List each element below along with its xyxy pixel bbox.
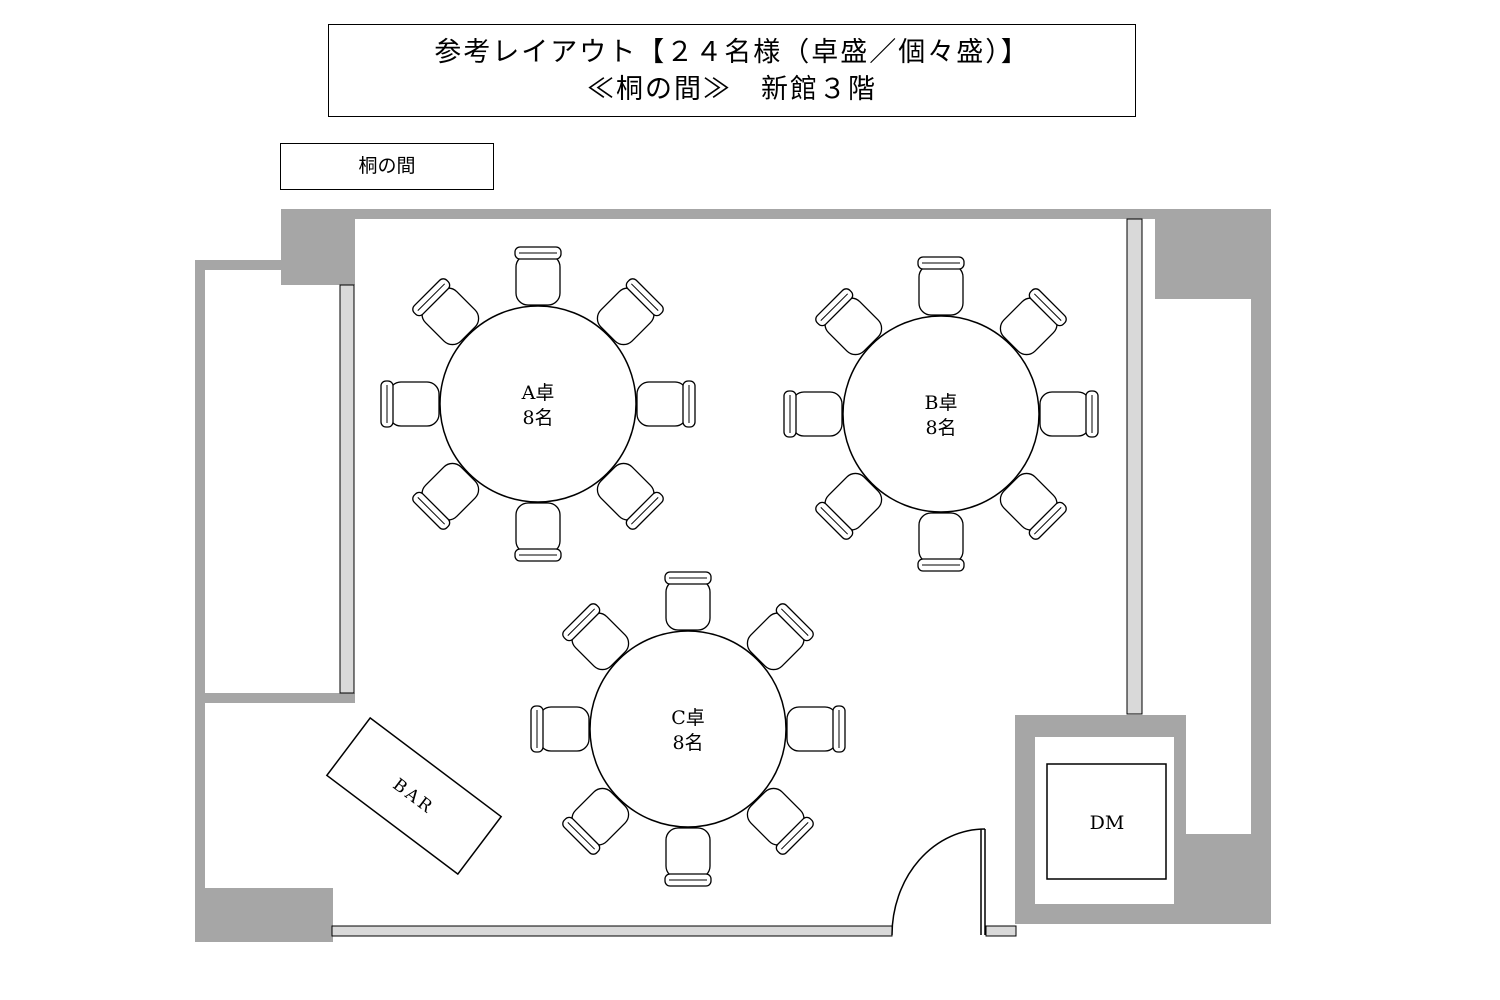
chair bbox=[917, 256, 965, 316]
chair bbox=[380, 380, 440, 428]
chair bbox=[815, 288, 883, 356]
dm-box: DM bbox=[1046, 763, 1167, 880]
walls bbox=[195, 209, 1271, 942]
title-line-2: ≪桐の間≫ 新館３階 bbox=[587, 74, 877, 105]
top-left-pillar bbox=[281, 209, 355, 285]
table-top bbox=[842, 315, 1040, 513]
table-b: B卓 8名 bbox=[783, 256, 1099, 572]
chair bbox=[412, 462, 480, 530]
chair bbox=[999, 288, 1067, 356]
bottom-wall bbox=[331, 925, 893, 937]
right-partition bbox=[1126, 218, 1143, 715]
chair bbox=[596, 462, 664, 530]
chair bbox=[786, 705, 846, 753]
chair bbox=[636, 380, 696, 428]
bar-counter: BAR bbox=[325, 716, 503, 876]
chair bbox=[815, 472, 883, 540]
chair bbox=[746, 787, 814, 855]
chair bbox=[783, 390, 843, 438]
right-outer-wall bbox=[1251, 209, 1271, 924]
chair bbox=[562, 603, 630, 671]
chair bbox=[514, 502, 562, 562]
table-name: A卓 bbox=[521, 382, 555, 404]
table-seats: 8名 bbox=[925, 417, 956, 439]
chair bbox=[999, 472, 1067, 540]
chair bbox=[917, 512, 965, 572]
title-line-1: 参考レイアウト【２４名様（卓盛／個々盛）】 bbox=[434, 37, 1030, 68]
dm-label: DM bbox=[1090, 812, 1125, 834]
top-wall bbox=[281, 209, 1271, 219]
bar-rect bbox=[325, 716, 503, 876]
dm-room-wall-bottom bbox=[1015, 904, 1271, 924]
chair bbox=[664, 827, 712, 887]
table-top bbox=[439, 305, 637, 503]
dm-room-wall-left bbox=[1015, 715, 1035, 924]
table-seats: 8名 bbox=[522, 407, 553, 429]
table-top bbox=[589, 630, 787, 828]
left-upper-wall-top bbox=[195, 260, 285, 270]
dm-rect bbox=[1046, 763, 1167, 880]
left-outer-wall bbox=[195, 260, 205, 942]
table-name: C卓 bbox=[671, 707, 705, 729]
chair bbox=[1039, 390, 1099, 438]
dm-room-wall-top bbox=[1015, 715, 1185, 737]
table-name: B卓 bbox=[925, 392, 958, 414]
table-seats: 8名 bbox=[672, 732, 703, 754]
chair bbox=[514, 246, 562, 306]
chair bbox=[746, 603, 814, 671]
bottom-wall-short bbox=[985, 925, 1017, 937]
top-right-pillar bbox=[1155, 209, 1251, 299]
title-box: 参考レイアウト【２４名様（卓盛／個々盛）】 ≪桐の間≫ 新館３階 bbox=[328, 24, 1136, 117]
bottom-left-pillar bbox=[195, 888, 333, 942]
left-alcove-bottom-wall bbox=[195, 693, 355, 703]
door-swing-arc bbox=[891, 828, 986, 936]
left-partition bbox=[339, 284, 355, 694]
tables: A卓 8名 B卓 8名 C卓 8名 bbox=[380, 246, 1099, 887]
dm-room-wall-right bbox=[1174, 715, 1186, 924]
table-a: A卓 8名 bbox=[380, 246, 696, 562]
chair bbox=[664, 571, 712, 631]
door bbox=[891, 828, 986, 936]
room-label: 桐の間 bbox=[280, 143, 494, 190]
table-c: C卓 8名 bbox=[530, 571, 846, 887]
chair bbox=[412, 278, 480, 346]
chair bbox=[530, 705, 590, 753]
chair bbox=[596, 278, 664, 346]
chair bbox=[562, 787, 630, 855]
